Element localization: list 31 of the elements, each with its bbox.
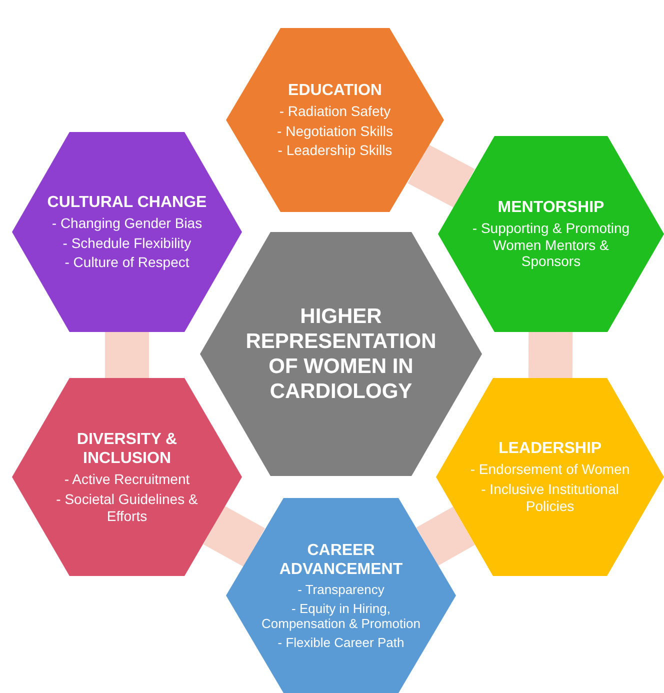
list-item: - Flexible Career Path <box>278 634 404 650</box>
list-item: - Changing Gender Bias <box>52 214 202 232</box>
hexagon-node <box>226 498 456 693</box>
hexagon-node <box>12 132 242 332</box>
category-heading: EDUCATION <box>288 80 382 100</box>
central-title: HIGHER REPRESENTATION OF WOMEN IN CARDIOLOGY <box>246 304 436 404</box>
list-item: - Societal Guidelines & Efforts <box>55 490 199 524</box>
list-item: - Inclusive Institutional Policies <box>480 481 620 515</box>
list-item: - Radiation Safety <box>279 102 391 120</box>
category-heading: LEADERSHIP <box>498 439 602 458</box>
list-item: - Endorsement of Women <box>470 461 630 478</box>
category-heading: CULTURAL CHANGE <box>47 192 207 212</box>
connector-band <box>408 144 475 208</box>
hexagon-node <box>226 28 444 212</box>
list-item: - Equity in Hiring, Compensation & Promotion <box>260 600 422 632</box>
connector-band <box>528 332 573 378</box>
hexagon-node <box>12 378 242 576</box>
list-item: - Leadership Skills <box>278 142 392 160</box>
list-item: - Culture of Respect <box>64 254 190 272</box>
list-item: - Schedule Flexibility <box>62 234 192 252</box>
category-heading: CAREER ADVANCEMENT <box>278 540 404 579</box>
list-item: - Negotiation Skills <box>277 122 393 140</box>
category-heading: DIVERSITY & INCLUSION <box>76 430 178 468</box>
hexagon-node <box>438 136 664 332</box>
connector-band <box>105 332 149 378</box>
list-item: - Supporting & Promoting Women Mentors & Sponsors <box>471 220 631 270</box>
list-item: - Active Recruitment <box>64 470 190 488</box>
list-item: - Transparency <box>298 582 384 598</box>
hexagon-node <box>200 232 482 476</box>
hexagon-node <box>436 378 664 576</box>
category-heading: MENTORSHIP <box>498 198 604 217</box>
